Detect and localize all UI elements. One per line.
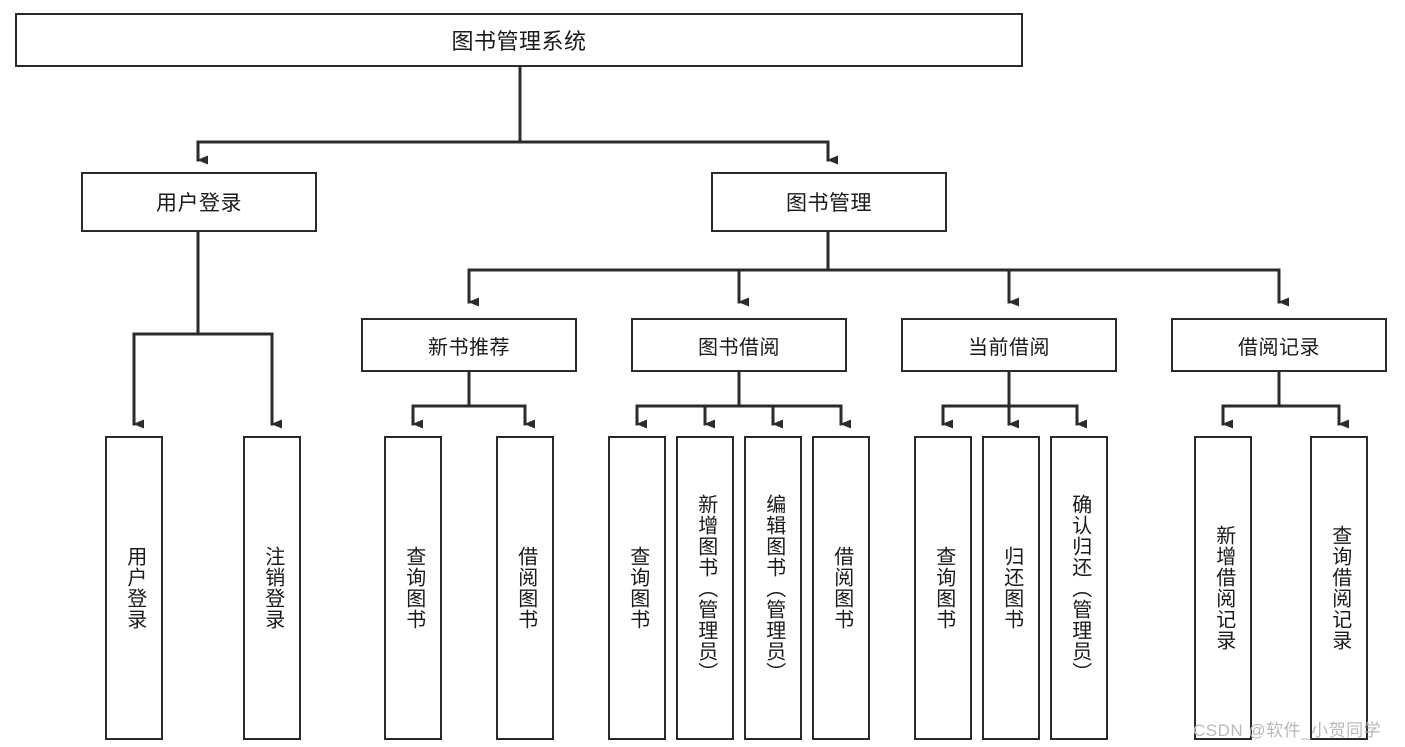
node-user-login-label: 用户登录 [156, 192, 242, 215]
leaf-confirm-return-admin-label: 确认归还（管理员） [1068, 493, 1091, 683]
node-book-borrow[interactable]: 图书借阅 [631, 318, 847, 372]
leaf-query-book-3-label: 查询图书 [932, 546, 955, 630]
leaf-add-book-admin-label: 新增图书（管理员） [694, 493, 717, 683]
node-new-book-recommend-label: 新书推荐 [428, 336, 510, 359]
leaf-user-login[interactable]: 用户登录 [105, 436, 163, 740]
node-book-management-label: 图书管理 [786, 192, 872, 215]
leaf-edit-book-admin[interactable]: 编辑图书（管理员） [744, 436, 802, 740]
leaf-query-borrow-record[interactable]: 查询借阅记录 [1310, 436, 1368, 740]
node-book-management[interactable]: 图书管理 [711, 172, 947, 232]
leaf-query-book-2[interactable]: 查询图书 [608, 436, 666, 740]
leaf-user-login-label: 用户登录 [123, 546, 146, 630]
leaf-return-book[interactable]: 归还图书 [982, 436, 1040, 740]
leaf-query-borrow-record-label: 查询借阅记录 [1328, 525, 1351, 651]
node-user-login[interactable]: 用户登录 [81, 172, 317, 232]
node-book-borrow-label: 图书借阅 [698, 336, 780, 359]
watermark-text: CSDN @软件_小贺同学 [1193, 721, 1382, 740]
leaf-add-book-admin[interactable]: 新增图书（管理员） [676, 436, 734, 740]
leaf-borrow-book-1[interactable]: 借阅图书 [496, 436, 554, 740]
leaf-add-borrow-record[interactable]: 新增借阅记录 [1194, 436, 1252, 740]
node-borrow-record-label: 借阅记录 [1238, 336, 1320, 359]
node-new-book-recommend[interactable]: 新书推荐 [361, 318, 577, 372]
leaf-return-book-label: 归还图书 [1000, 546, 1023, 630]
leaf-borrow-book-1-label: 借阅图书 [514, 546, 537, 630]
leaf-borrow-book-2[interactable]: 借阅图书 [812, 436, 870, 740]
leaf-logout-login[interactable]: 注销登录 [243, 436, 301, 740]
node-current-borrow[interactable]: 当前借阅 [901, 318, 1117, 372]
node-root-system[interactable]: 图书管理系统 [15, 13, 1023, 67]
leaf-edit-book-admin-label: 编辑图书（管理员） [762, 493, 785, 683]
node-current-borrow-label: 当前借阅 [968, 336, 1050, 359]
leaf-query-book-3[interactable]: 查询图书 [914, 436, 972, 740]
node-borrow-record[interactable]: 借阅记录 [1171, 318, 1387, 372]
leaf-add-borrow-record-label: 新增借阅记录 [1212, 525, 1235, 651]
node-root-system-label: 图书管理系统 [451, 29, 587, 54]
leaf-borrow-book-2-label: 借阅图书 [830, 546, 853, 630]
leaf-query-book-1[interactable]: 查询图书 [384, 436, 442, 740]
leaf-confirm-return-admin[interactable]: 确认归还（管理员） [1050, 436, 1108, 740]
leaf-logout-login-label: 注销登录 [261, 546, 284, 630]
leaf-query-book-1-label: 查询图书 [402, 546, 425, 630]
leaf-query-book-2-label: 查询图书 [626, 546, 649, 630]
